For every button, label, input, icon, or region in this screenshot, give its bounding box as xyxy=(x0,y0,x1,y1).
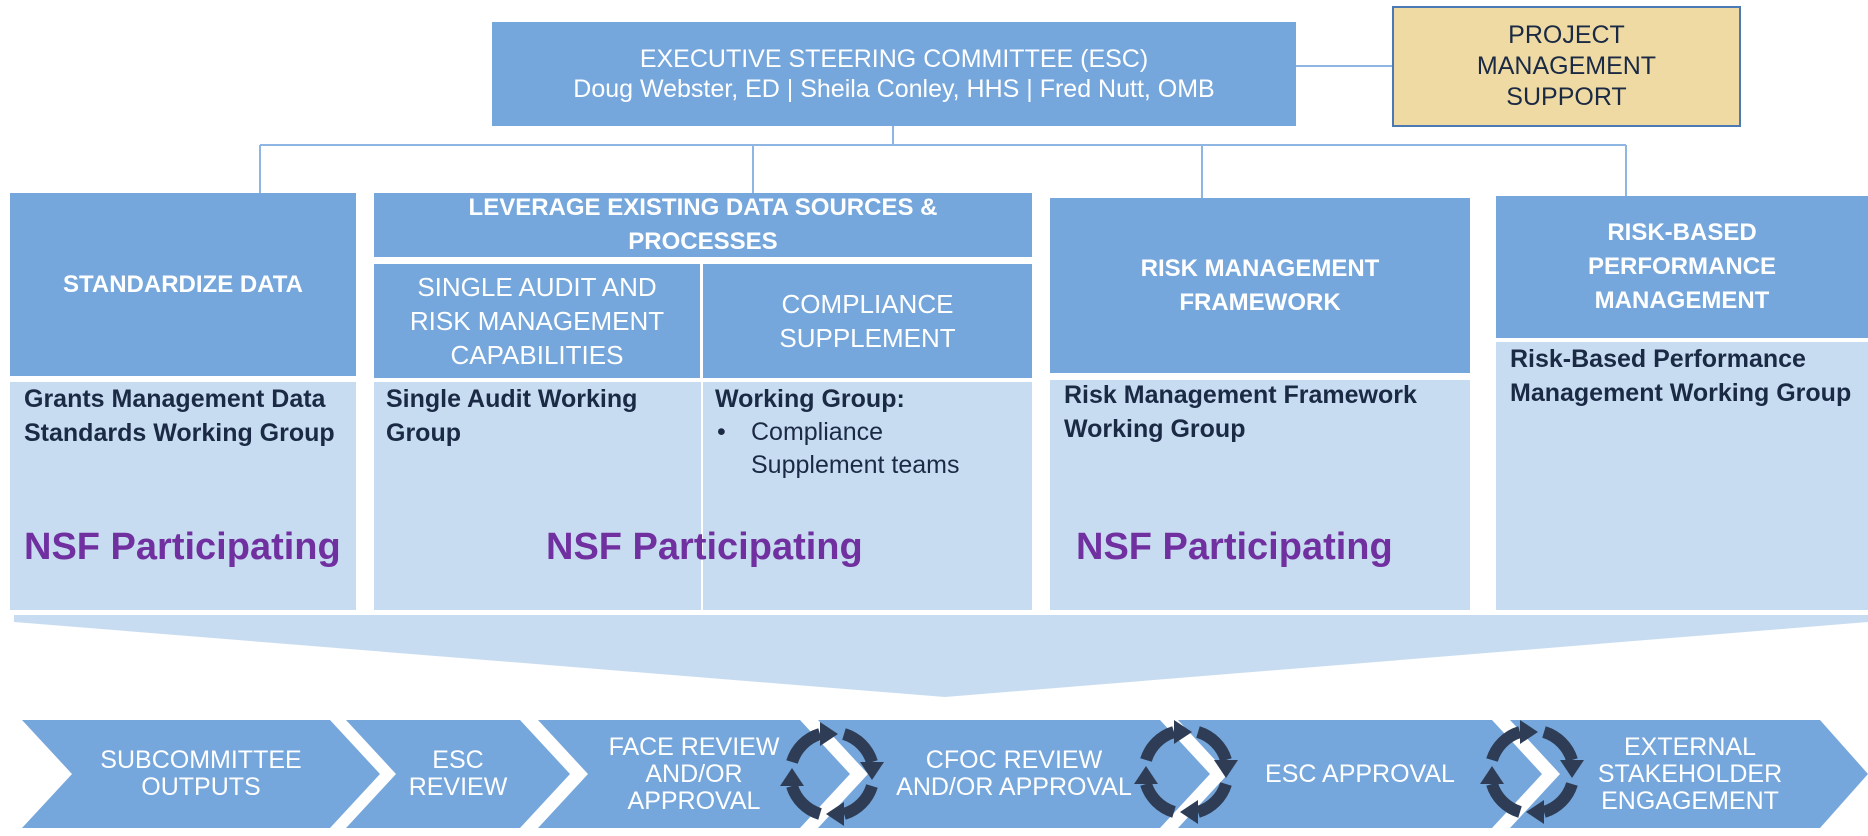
compliance-bullet-item: • Compliance Supplement teams xyxy=(715,416,1015,482)
project-management-support-box: PROJECT MANAGEMENT SUPPORT xyxy=(1392,6,1741,127)
standardize-data-header-label: STANDARDIZE DATA xyxy=(63,270,303,298)
process-step-5-label: ESC APPROVAL xyxy=(1228,720,1492,828)
standardize-data-header: STANDARDIZE DATA xyxy=(10,193,356,376)
process-step-3-line-1: FACE REVIEW xyxy=(608,732,780,761)
compliance-working-group: Working Group: xyxy=(715,385,905,413)
standardize-data-body: Grants Management Data Standards Working… xyxy=(10,382,356,610)
esc-box: EXECUTIVE STEERING COMMITTEE (ESC) Doug … xyxy=(492,22,1296,126)
compliance-bullet-text: Compliance Supplement teams xyxy=(751,418,960,479)
process-step-6-label: EXTERNAL STAKEHOLDER ENGAGEMENT xyxy=(1560,720,1820,828)
risk-performance-header-label: RISK-BASED PERFORMANCE MANAGEMENT xyxy=(1587,219,1776,314)
leverage-subdivider xyxy=(701,382,703,610)
standardize-nsf-participating: NSF Participating xyxy=(24,526,341,568)
single-audit-working-group: Single Audit Working Group xyxy=(386,385,638,447)
risk-framework-nsf-participating: NSF Participating xyxy=(1076,526,1393,568)
single-audit-header: SINGLE AUDIT AND RISK MANAGEMENT CAPABIL… xyxy=(374,264,700,378)
process-step-1-line-2: OUTPUTS xyxy=(141,773,261,801)
pms-line-3: SUPPORT xyxy=(1506,83,1627,111)
risk-framework-header: RISK MANAGEMENT FRAMEWORK xyxy=(1050,198,1470,373)
leverage-header-label: LEVERAGE EXISTING DATA SOURCES & PROCESS… xyxy=(468,194,938,255)
risk-framework-header-label: RISK MANAGEMENT FRAMEWORK xyxy=(1140,254,1380,316)
risk-framework-working-group: Risk Management Framework Working Group xyxy=(1064,381,1417,443)
org-connectors xyxy=(259,65,1627,198)
process-step-2-label: ESC REVIEW xyxy=(396,720,520,828)
process-step-1-label: SUBCOMMITTEE OUTPUTS xyxy=(72,720,330,828)
leverage-header: LEVERAGE EXISTING DATA SOURCES & PROCESS… xyxy=(374,193,1032,257)
pms-line-2: MANAGEMENT xyxy=(1476,52,1657,80)
process-step-5-line-1: ESC APPROVAL xyxy=(1265,759,1455,788)
risk-performance-header: RISK-BASED PERFORMANCE MANAGEMENT xyxy=(1496,196,1868,338)
process-step-3-line-2: AND/OR xyxy=(645,759,743,788)
process-step-2-line-2: REVIEW xyxy=(408,773,508,801)
process-step-6-line-1: EXTERNAL xyxy=(1624,732,1756,761)
standardize-working-group: Grants Management Data Standards Working… xyxy=(24,385,335,447)
process-step-4-label: CFOC REVIEW AND/OR APPROVAL xyxy=(868,720,1160,828)
process-step-1-line-1: SUBCOMMITTEE xyxy=(100,746,302,774)
leverage-nsf-participating: NSF Participating xyxy=(546,526,863,568)
process-step-6-line-3: ENGAGEMENT xyxy=(1601,786,1779,815)
process-step-4-line-2: AND/OR APPROVAL xyxy=(896,773,1132,801)
process-step-3-label: FACE REVIEW AND/OR APPROVAL xyxy=(588,720,800,828)
risk-performance-working-group: Risk-Based Performance Management Workin… xyxy=(1510,345,1852,407)
process-step-3-line-3: APPROVAL xyxy=(627,786,761,815)
esc-title: EXECUTIVE STEERING COMMITTEE (ESC) xyxy=(639,45,1149,73)
chevron-4 xyxy=(818,720,1210,828)
chevron-3 xyxy=(538,720,850,828)
single-audit-header-label: SINGLE AUDIT AND RISK MANAGEMENT CAPABIL… xyxy=(409,272,665,370)
risk-framework-body: Risk Management Framework Working Group … xyxy=(1050,380,1470,610)
risk-performance-body: Risk-Based Performance Management Workin… xyxy=(1496,342,1868,610)
esc-members: Doug Webster, ED | Sheila Conley, HHS | … xyxy=(573,75,1215,103)
compliance-supplement-header-label: COMPLIANCE SUPPLEMENT xyxy=(779,289,956,353)
compliance-supplement-header: COMPLIANCE SUPPLEMENT xyxy=(703,264,1032,378)
process-step-2-line-1: ESC xyxy=(432,746,484,774)
process-chevrons xyxy=(22,720,1868,828)
funnel-arrow xyxy=(14,615,1868,697)
process-step-4-line-1: CFOC REVIEW xyxy=(925,746,1103,774)
chevron-2 xyxy=(346,720,570,828)
chevron-6 xyxy=(1510,720,1868,828)
pms-line-1: PROJECT xyxy=(1508,21,1625,49)
bullet-icon: • xyxy=(717,418,726,446)
chevron-1 xyxy=(22,720,380,828)
chevron-5 xyxy=(1178,720,1542,828)
process-step-6-line-2: STAKEHOLDER xyxy=(1597,759,1783,788)
leverage-body: Single Audit Working Group Working Group… xyxy=(374,382,1032,610)
